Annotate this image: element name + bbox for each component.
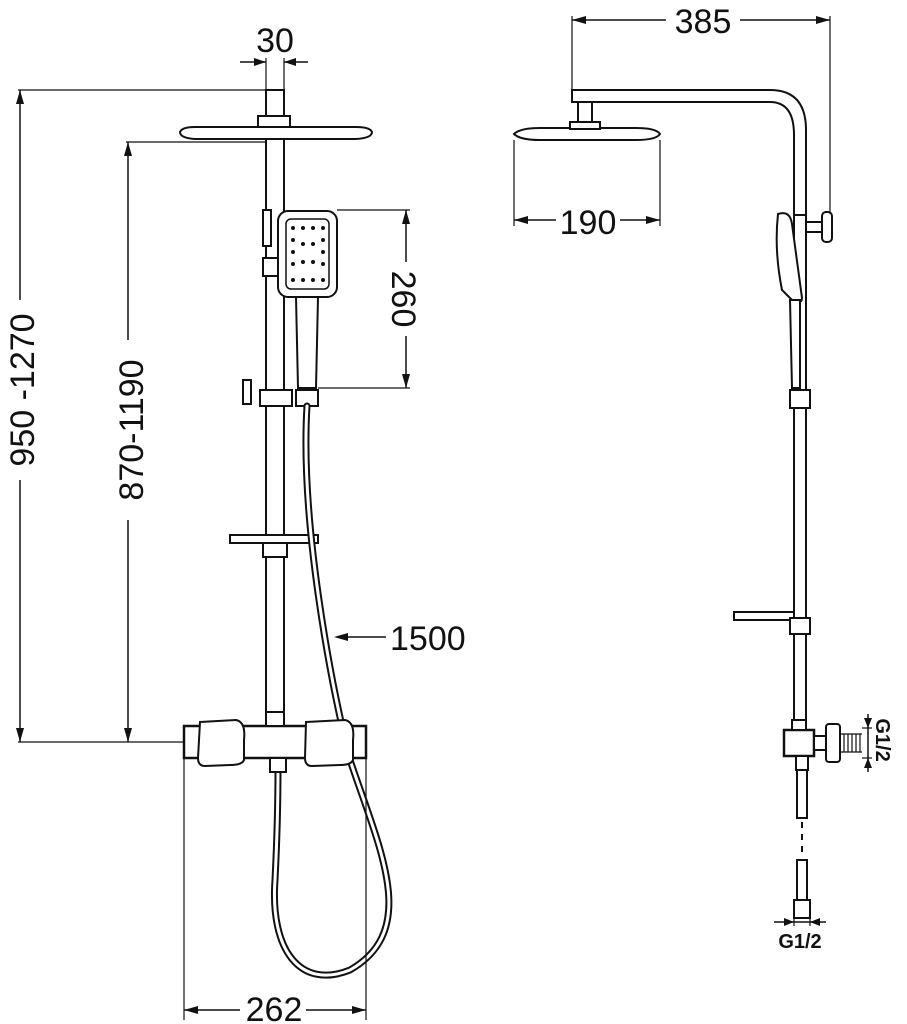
side-head-neck [577, 101, 593, 125]
hose [270, 402, 393, 979]
side-inlet-thread [840, 733, 862, 753]
dim-head-diameter: 190 [560, 204, 617, 242]
rain-shower-head [178, 126, 374, 140]
front-dimensions: 30 950 -1270 870-1190 260 1500 [4, 22, 466, 1024]
side-mixer-body [782, 728, 816, 758]
mixer-left-knob [196, 718, 246, 768]
side-hose-bottom [796, 859, 808, 901]
dim-hose-length: 1500 [390, 620, 466, 658]
dim-arm-reach: 385 [675, 3, 732, 41]
slider-holder [259, 389, 293, 407]
side-dimensions: 385 190 G1/2 G1/2 [513, 2, 893, 953]
dim-height-total: 950 -1270 [4, 313, 42, 466]
dim-inlet-side: G1/2 [871, 718, 893, 761]
top-connector [265, 89, 285, 117]
side-hose-connector [793, 899, 811, 919]
dim-inlet-bottom: G1/2 [778, 931, 821, 953]
side-inlet-connector [813, 735, 827, 751]
bracket [262, 209, 272, 247]
dim-height-head: 870-1190 [113, 359, 151, 500]
mixer-top-joint [265, 711, 285, 727]
mixer-right-knob [303, 718, 355, 768]
side-slider [789, 389, 811, 409]
mixer-outlet [269, 757, 287, 773]
slider-lever [242, 379, 252, 405]
hand-shower-face [285, 218, 330, 290]
hose-inner [272, 404, 391, 977]
hand-shower-handle [294, 296, 320, 389]
side-view [512, 89, 862, 919]
shelf-clamp [262, 542, 288, 558]
dim-hand-shower: 260 [384, 271, 422, 328]
front-view [178, 89, 393, 979]
shower-arm [571, 89, 807, 216]
side-hand-shower-handle [788, 299, 801, 389]
side-inlet-nut [825, 723, 841, 763]
side-head-collar [569, 121, 601, 130]
side-shelf-clamp [789, 617, 811, 635]
soap-shelf [229, 534, 319, 544]
side-rain-head [512, 127, 662, 141]
side-soap-shelf [733, 611, 795, 621]
side-outlet [795, 755, 809, 771]
side-hose-top [796, 769, 808, 819]
dim-mixer-width: 262 [246, 991, 303, 1024]
side-mixer-top [791, 719, 807, 731]
side-wall-bracket-rosette [821, 211, 833, 243]
hand-shower-nozzles [291, 226, 325, 282]
dim-width-top: 30 [256, 22, 294, 60]
shower-head-collar [257, 115, 291, 128]
